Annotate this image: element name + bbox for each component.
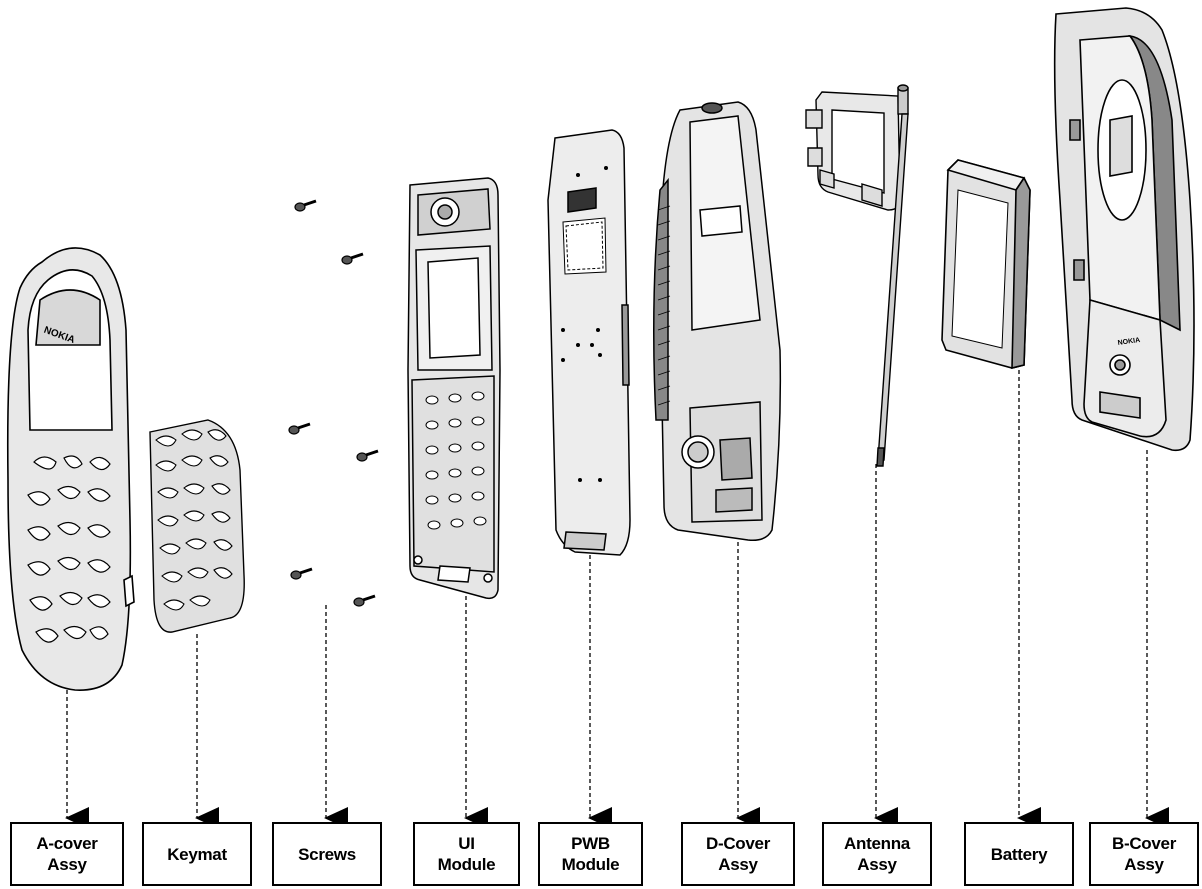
label-line: UI [458, 834, 475, 853]
leader-lines [65, 370, 1169, 829]
screw [294, 199, 317, 212]
logo-text-b: NOKIA [1117, 337, 1140, 347]
label-pwb-module: PWB Module [538, 822, 643, 886]
d-cover-icon [653, 101, 782, 542]
label-line: D-Cover [705, 834, 771, 853]
label-line: Battery [990, 844, 1048, 864]
ui-module-icon [407, 177, 501, 600]
label-line: Assy [1124, 855, 1164, 874]
label-line: Antenna [844, 834, 910, 853]
antenna-icon [805, 84, 909, 467]
label-line: PWB [571, 834, 610, 853]
label-screws: Screws [272, 822, 382, 886]
label-line: Assy [857, 855, 897, 874]
screw [353, 594, 376, 607]
label-line: Assy [47, 855, 87, 874]
label-line: Assy [718, 855, 758, 874]
pwb-module-icon [547, 129, 631, 556]
label-line: Module [561, 855, 620, 874]
label-line: B-Cover [1111, 834, 1177, 853]
battery-icon [941, 159, 1031, 370]
label-line: A-cover [36, 834, 98, 853]
screw [290, 567, 313, 580]
label-keymat: Keymat [142, 822, 252, 886]
label-line: Keymat [167, 844, 227, 864]
label-line: Module [437, 855, 496, 874]
keymat-icon [149, 419, 245, 633]
label-ui-module: UI Module [413, 822, 520, 886]
a-cover-icon: NOKIA [6, 247, 135, 691]
label-battery: Battery [964, 822, 1074, 886]
screw [341, 252, 364, 265]
screws-icon [288, 199, 379, 607]
label-line: Screws [298, 844, 356, 864]
screw [288, 422, 311, 435]
b-cover-icon: NOKIA [1053, 7, 1195, 452]
screw [356, 449, 379, 462]
